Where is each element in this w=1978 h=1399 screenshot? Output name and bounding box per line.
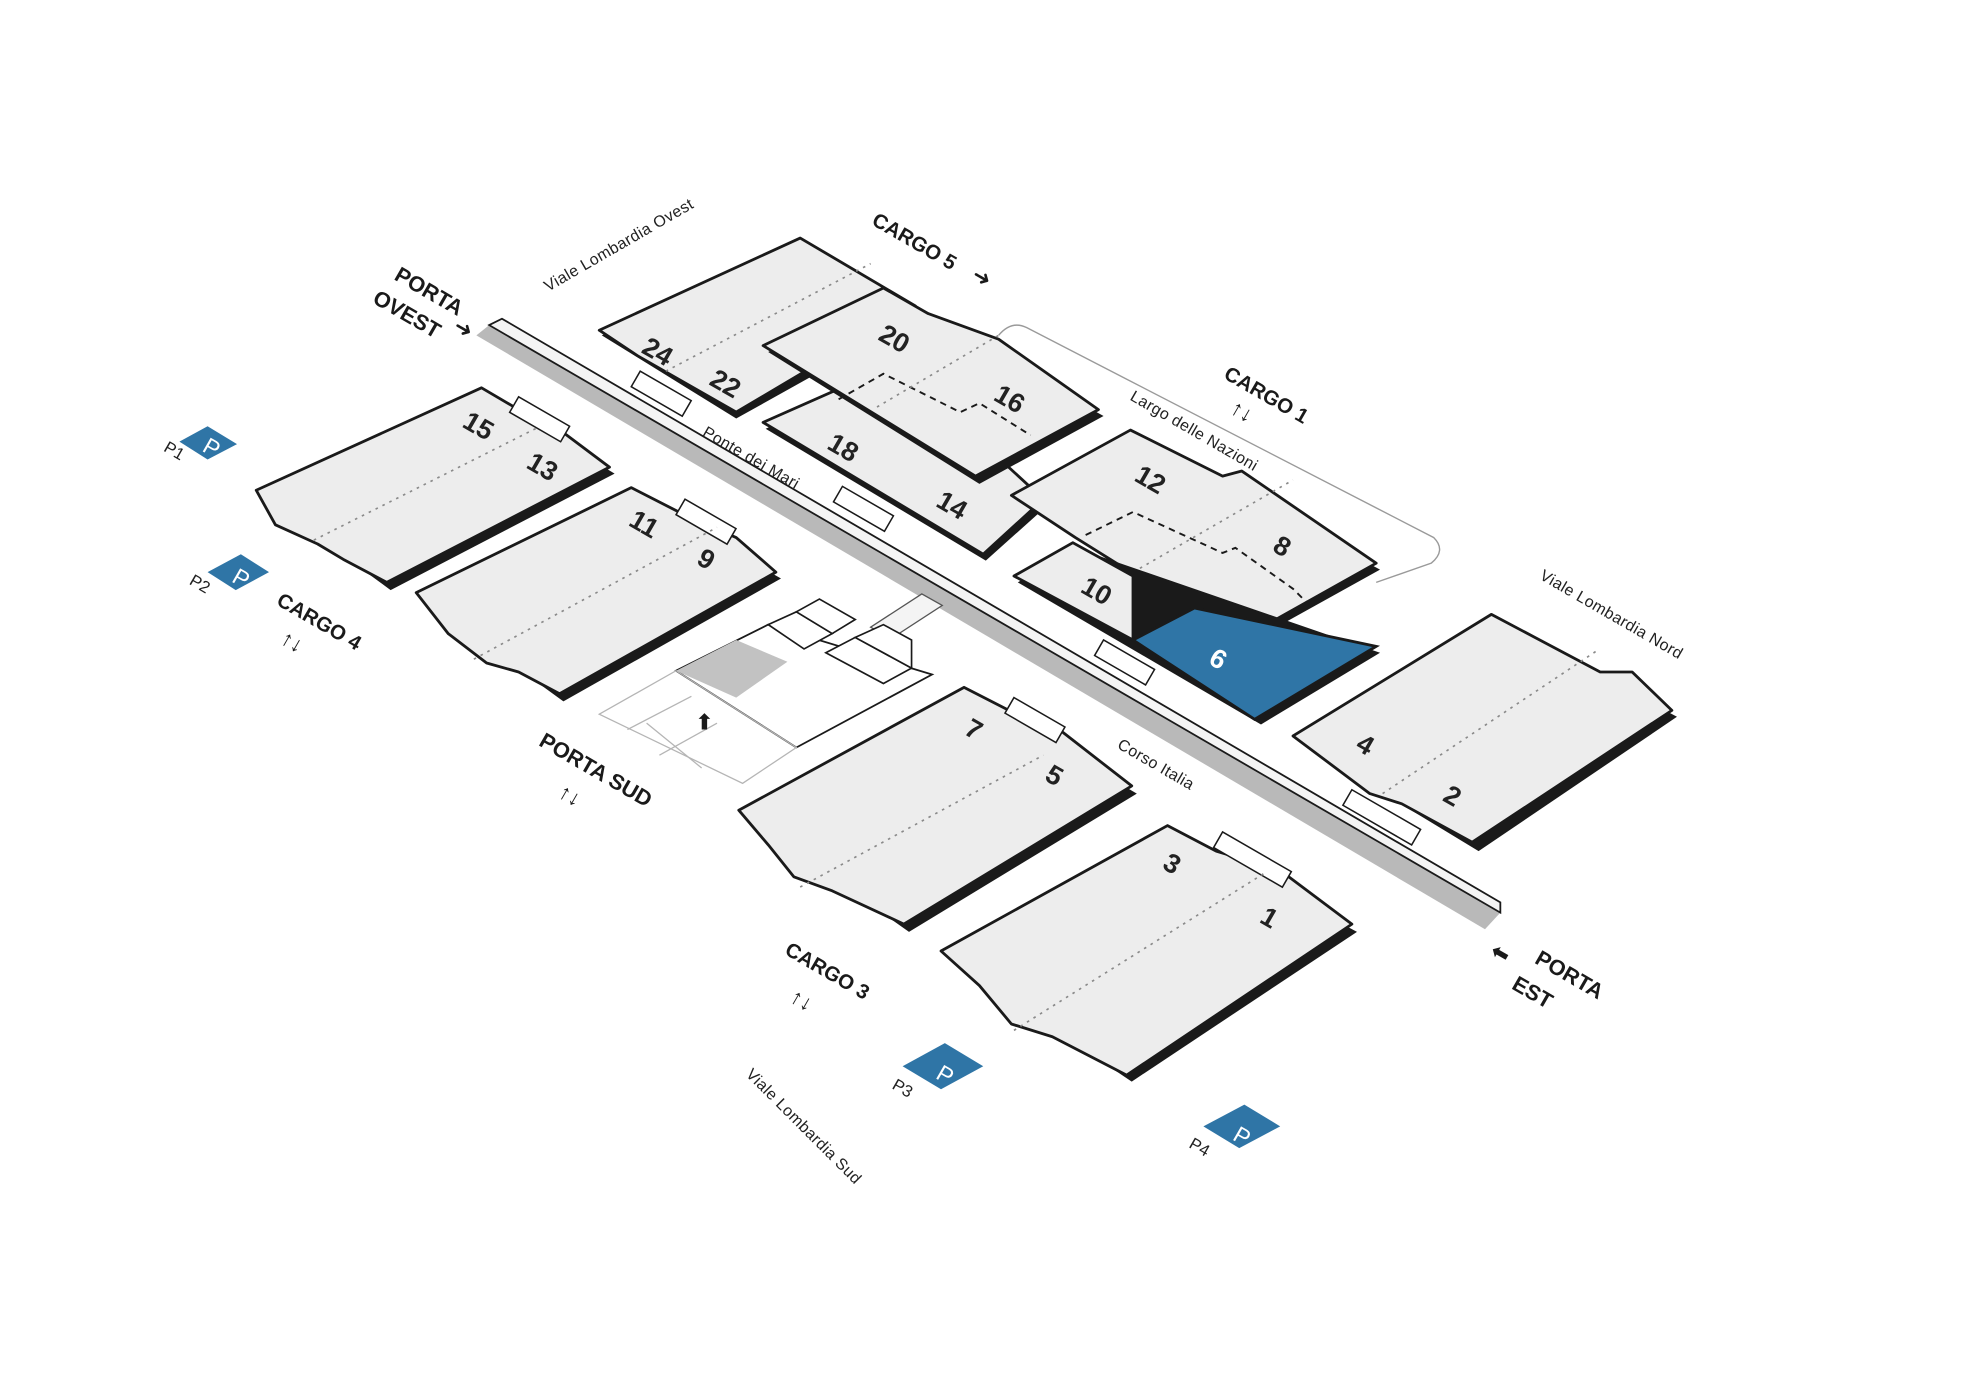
pavilion-18-14[interactable]: 18 14 bbox=[761, 362, 1048, 561]
svg-text:PORTA SUD: PORTA SUD bbox=[535, 728, 656, 812]
gate-porta-est[interactable]: ⬅ PORTA EST bbox=[1486, 938, 1608, 1014]
service-plaza: ⬆ bbox=[597, 598, 935, 785]
arrow-up-icon: ⬆ bbox=[695, 710, 713, 735]
street-viale-lombardia-sud: Viale Lombardia Sud bbox=[742, 1066, 864, 1188]
pavilion-4-2[interactable]: 4 2 bbox=[1291, 612, 1677, 852]
largo-delle-nazioni-area bbox=[998, 324, 1441, 584]
cargo-4[interactable]: CARGO 4 ↑↓ bbox=[273, 589, 366, 658]
svg-text:CARGO 5: CARGO 5 bbox=[868, 208, 960, 275]
svg-text:P4: P4 bbox=[1186, 1134, 1213, 1161]
pavilion-20-16[interactable]: 20 16 bbox=[761, 286, 1104, 484]
pavilion-24-22[interactable]: 24 22 bbox=[597, 236, 922, 419]
cargo-3[interactable]: CARGO 3 ↑↓ bbox=[781, 938, 873, 1016]
cargo-5[interactable]: CARGO 5 ➜ bbox=[868, 208, 996, 292]
pavilion-7-5[interactable]: 7 5 bbox=[737, 685, 1137, 932]
parking-p2[interactable]: P P2 bbox=[186, 554, 270, 598]
arrow-right-icon: ➜ bbox=[968, 262, 996, 293]
parking-p1[interactable]: P P1 bbox=[161, 426, 238, 464]
arrow-left-icon: ⬅ bbox=[1486, 938, 1514, 969]
pavilion-15-13[interactable]: 15 13 bbox=[254, 386, 615, 591]
hall-6-highlight[interactable] bbox=[1130, 606, 1380, 722]
cargo-1[interactable]: CARGO 1 ↑↓ bbox=[1220, 362, 1312, 429]
street-viale-lombardia-ovest: Viale Lombardia Ovest bbox=[542, 196, 697, 296]
svg-text:P2: P2 bbox=[186, 571, 213, 598]
pavilion-11-9[interactable]: 11 9 bbox=[414, 486, 782, 702]
pavilion-3-1[interactable]: 3 1 bbox=[939, 824, 1357, 1082]
gate-porta-ovest[interactable]: PORTA OVEST ➜ bbox=[369, 262, 478, 344]
arrow-up-down-icon: ↑↓ bbox=[277, 625, 308, 658]
svg-text:P3: P3 bbox=[889, 1075, 916, 1102]
parking-p3[interactable]: P P3 bbox=[889, 1043, 984, 1102]
arrow-up-down-icon: ↑↓ bbox=[786, 984, 817, 1017]
gate-porta-sud[interactable]: PORTA SUD ↑↓ bbox=[535, 728, 656, 812]
parking-p4[interactable]: P P4 bbox=[1186, 1104, 1281, 1161]
pavilion-10-6[interactable]: 10 6 bbox=[1012, 541, 1381, 725]
main-avenue bbox=[476, 317, 1502, 930]
pavilion-12-8[interactable]: 12 8 bbox=[1009, 428, 1381, 647]
arrow-up-down-icon: ↑↓ bbox=[555, 779, 586, 812]
